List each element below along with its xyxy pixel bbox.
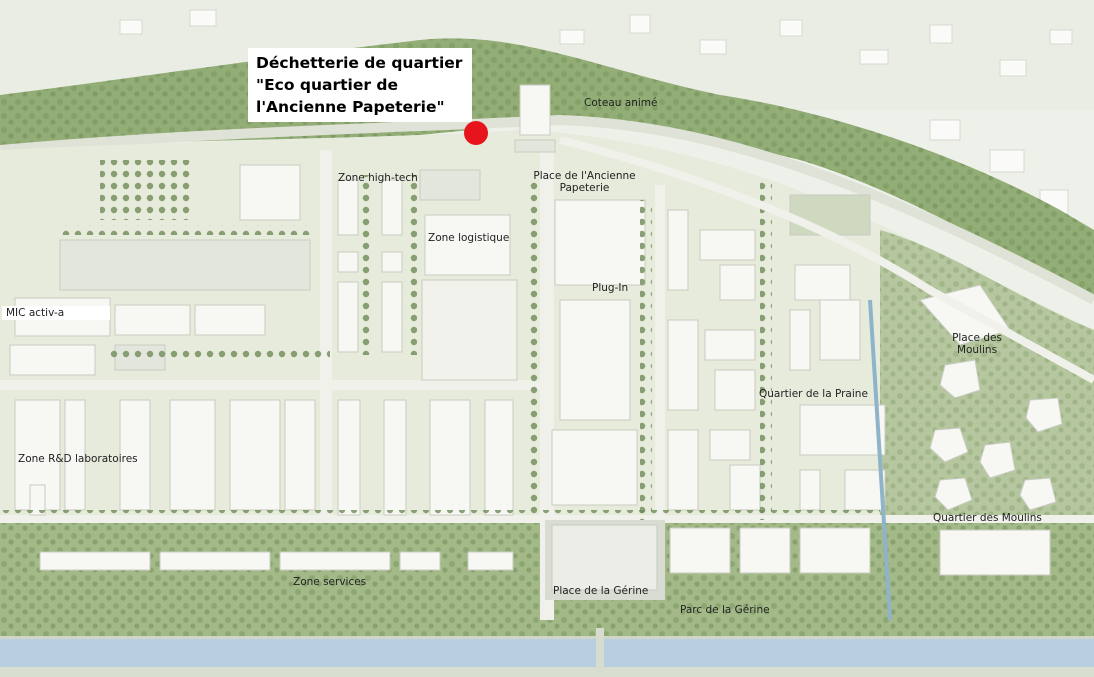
label-place-des-moulins-line1: Place des — [952, 332, 1002, 344]
callout-line-2: "Eco quartier de — [256, 76, 399, 94]
label-zone-logistique: Zone logistique — [428, 232, 510, 244]
label-place-ancienne-papeterie-line2: Papeterie — [559, 182, 610, 195]
label-place-ancienne-papeterie: Place de l'Ancienne Papeterie — [527, 170, 642, 194]
label-parc-de-la-gerine: Parc de la Gérine — [680, 604, 770, 616]
callout-line-1: Déchetterie de quartier — [256, 54, 463, 72]
dechetterie-location-marker[interactable] — [464, 121, 488, 145]
label-mic-activa: MIC activ-a — [2, 306, 110, 321]
dechetterie-callout: Déchetterie de quartier "Eco quartier de… — [248, 48, 473, 122]
label-place-de-la-gerine: Place de la Gérine — [553, 585, 649, 597]
label-quartier-des-moulins: Quartier des Moulins — [933, 512, 1042, 524]
callout-line-3: l'Ancienne Papeterie" — [256, 98, 445, 116]
label-zone-rd-laboratoires: Zone R&D laboratoires — [18, 453, 138, 465]
label-plug-in: Plug-In — [592, 282, 629, 294]
label-zone-high-tech: Zone high-tech — [338, 172, 418, 184]
label-zone-services: Zone services — [293, 576, 367, 588]
label-quartier-de-la-praine: Quartier de la Praine — [759, 388, 868, 400]
label-place-ancienne-papeterie-line1: Place de l'Ancienne — [533, 170, 636, 182]
label-place-des-moulins: Place des Moulins — [942, 332, 1012, 356]
label-coteau-anime: Coteau animé — [584, 97, 658, 109]
label-place-des-moulins-line2: Moulins — [956, 344, 998, 357]
